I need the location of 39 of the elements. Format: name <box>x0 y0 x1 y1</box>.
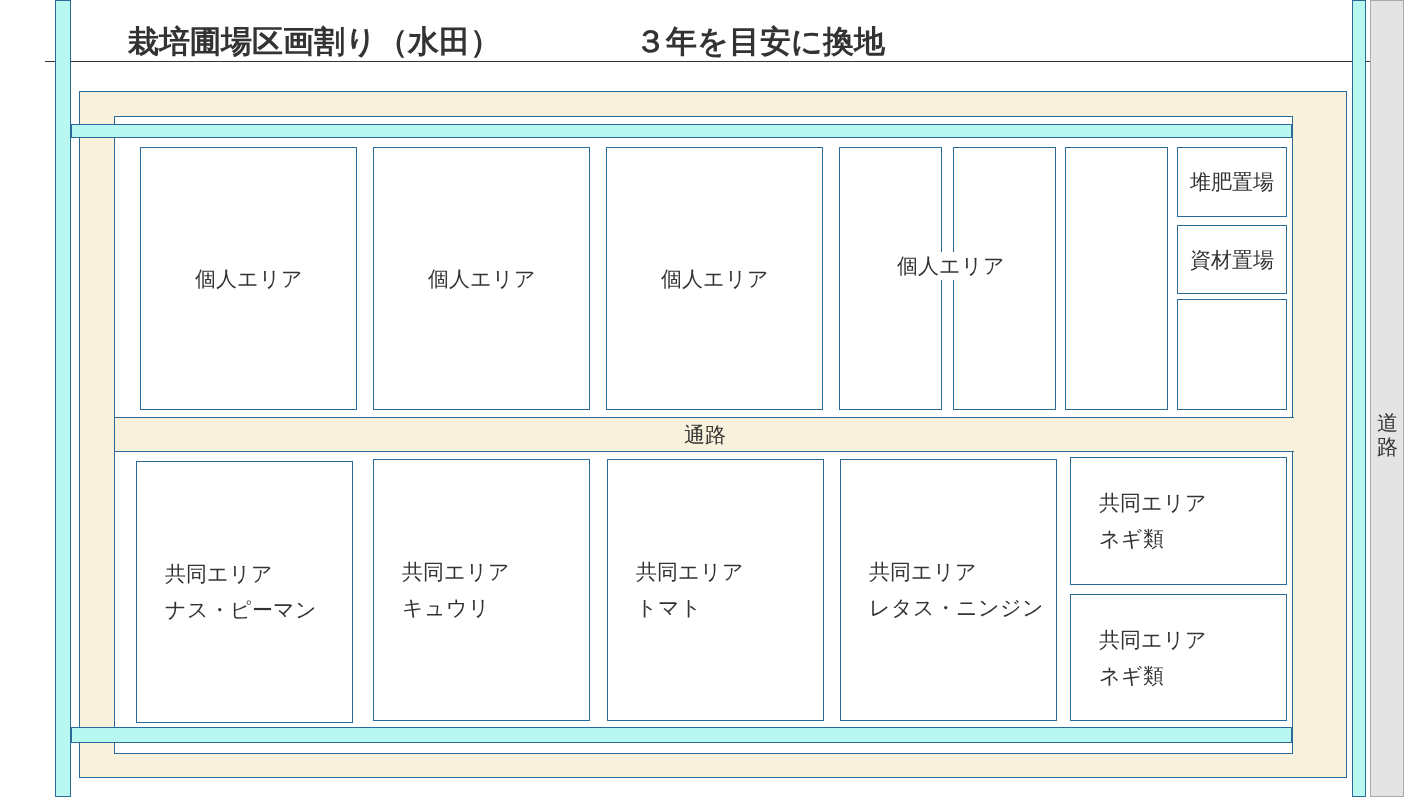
empty-plot-box <box>839 147 942 410</box>
crop-label: キュウリ <box>402 595 491 622</box>
plot-box <box>373 147 590 410</box>
area-label: 個人エリア <box>193 265 304 293</box>
path-band <box>115 417 1294 452</box>
crop-label: ネギ類 <box>1099 662 1165 690</box>
crop-label: ネギ類 <box>1099 526 1165 553</box>
area-label: 共同エリア <box>165 561 274 588</box>
empty-plot-box <box>1065 147 1168 410</box>
title: 栽培圃場区画割り（水田） <box>128 22 501 61</box>
area-label: 資材置場 <box>1189 246 1275 274</box>
road-band <box>1370 0 1404 797</box>
water-channel <box>55 0 71 797</box>
area-label: 堆肥置場 <box>1189 169 1275 196</box>
plot-box <box>1177 225 1287 294</box>
area-label: 個人エリア <box>426 265 537 293</box>
subtitle: ３年を目安に換地 <box>635 22 885 61</box>
crop-label: ナス・ピーマン <box>165 597 317 624</box>
plot-box <box>1177 147 1287 217</box>
area-label: 共同エリア <box>869 559 978 586</box>
plot-box <box>840 459 1057 721</box>
path-label: 通路 <box>682 421 727 449</box>
area-label: 共同エリア <box>1099 626 1207 654</box>
water-channel <box>1352 0 1366 797</box>
crop-label: トマト <box>636 595 703 622</box>
area-label: 個人エリア <box>659 265 770 293</box>
crop-label: レタス・ニンジン <box>869 595 1044 622</box>
plot-box <box>1070 594 1287 721</box>
plot-box <box>136 461 353 723</box>
plot-box <box>607 459 824 721</box>
plot-box <box>1070 457 1287 585</box>
plot-box <box>140 147 357 410</box>
plot-box <box>606 147 823 410</box>
road-label: 道路 <box>1376 411 1398 459</box>
plot-box <box>373 459 590 721</box>
empty-plot-box <box>1177 299 1287 410</box>
area-label: 共同エリア <box>402 559 510 586</box>
area-label: 共同エリア <box>636 559 744 586</box>
area-label: 共同エリア <box>1099 490 1207 517</box>
